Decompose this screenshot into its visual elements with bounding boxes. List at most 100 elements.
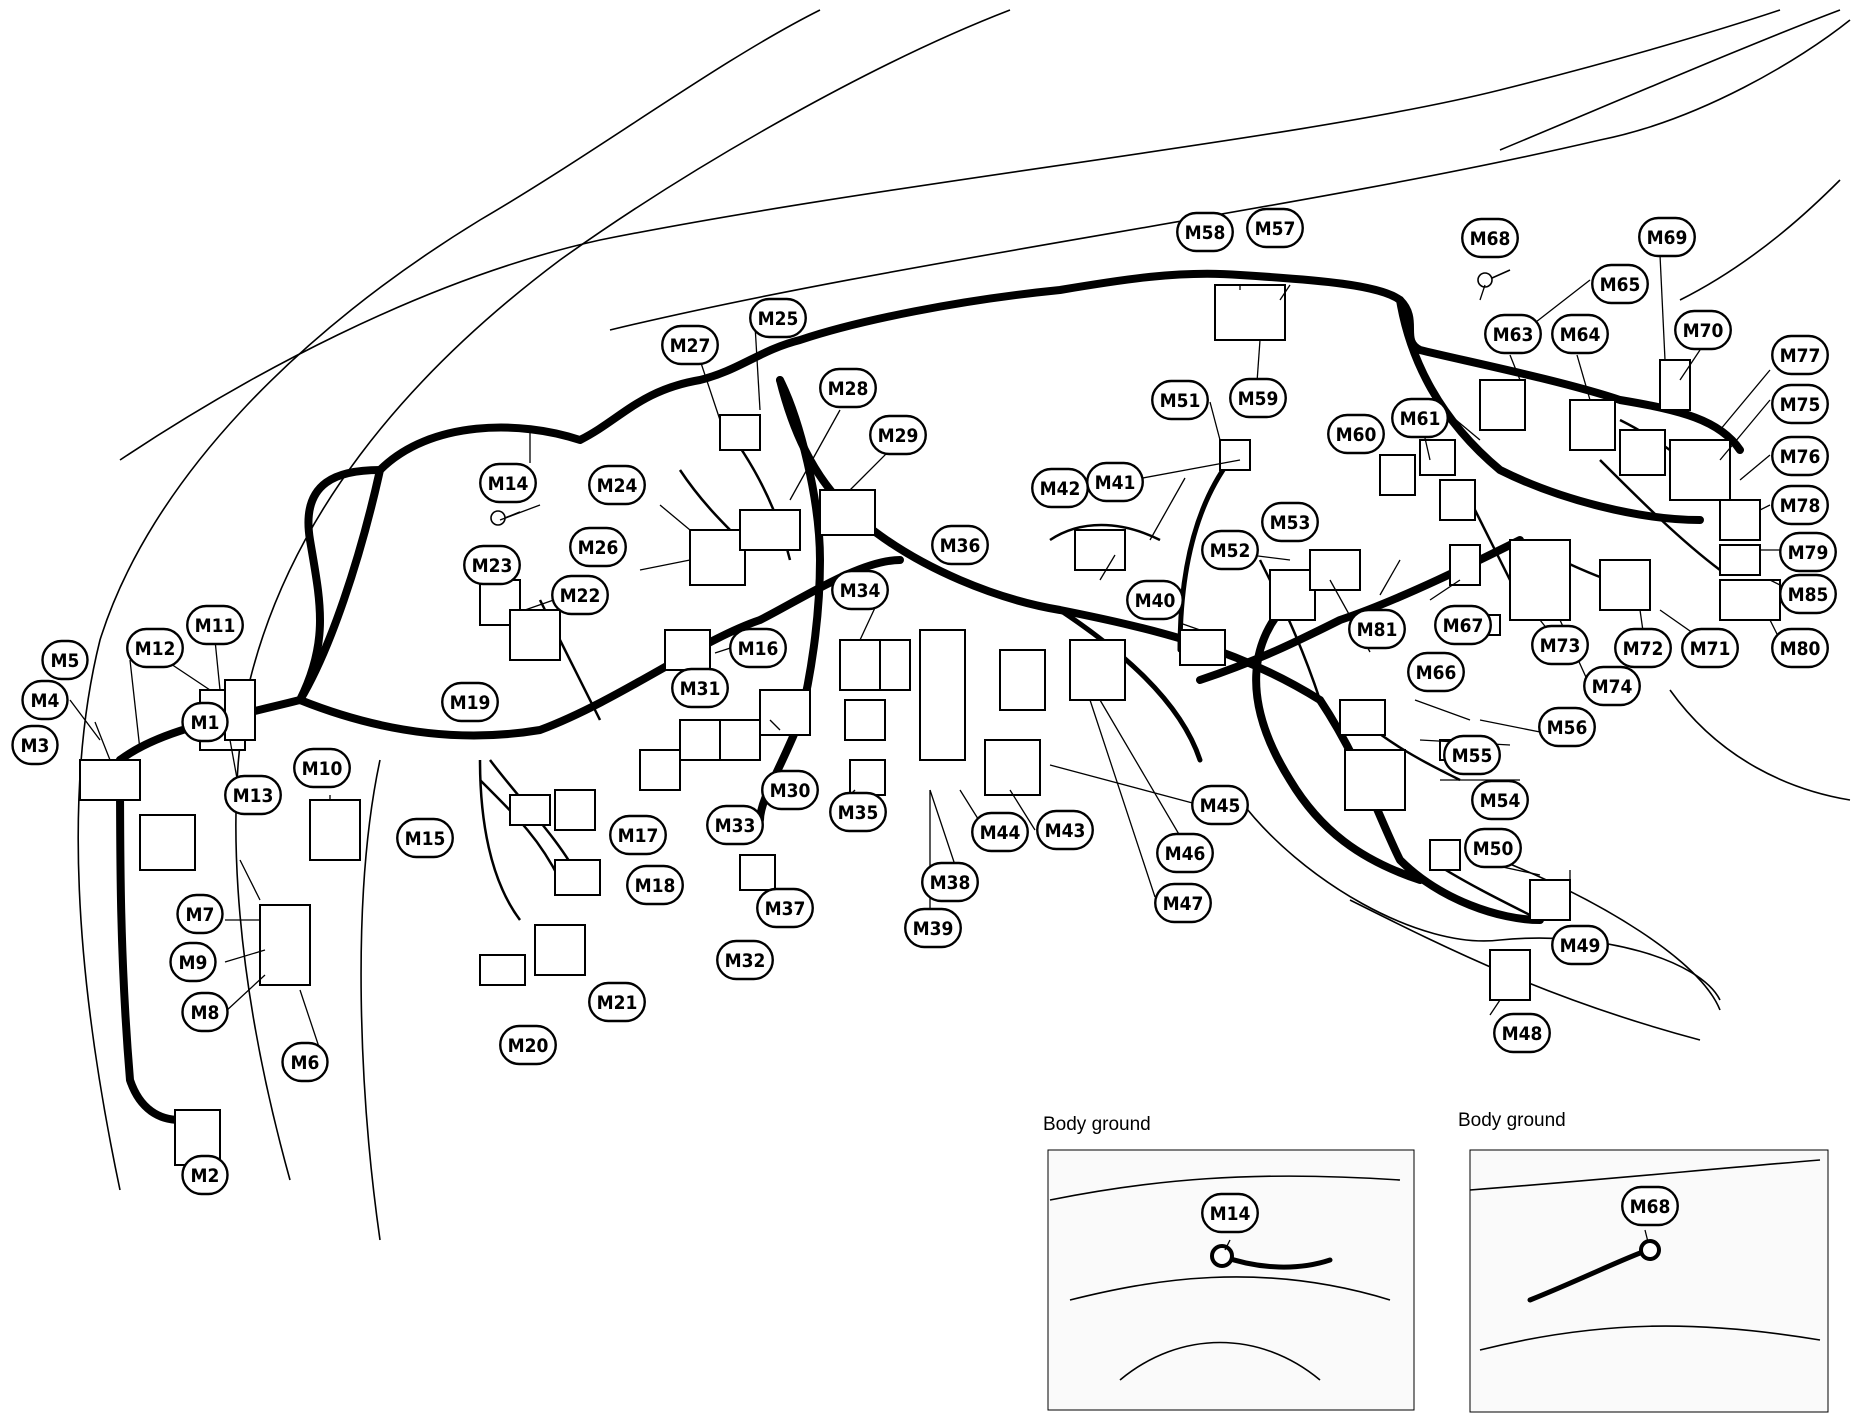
connector-label-m40: M40 xyxy=(1126,579,1184,621)
label-oval xyxy=(1391,397,1449,439)
connector-label-m16: M16 xyxy=(729,627,787,669)
connector-label-m3: M3 xyxy=(11,724,59,766)
connector-label-m59: M59 xyxy=(1229,377,1287,419)
label-oval xyxy=(661,324,719,366)
label-text: M75 xyxy=(1780,394,1821,416)
label-text: M32 xyxy=(725,950,766,972)
connector-label-m12: M12 xyxy=(126,627,184,669)
label-oval xyxy=(1348,608,1406,650)
label-text: M12 xyxy=(135,638,176,660)
label-text: M50 xyxy=(1473,838,1514,860)
label-text: M25 xyxy=(758,308,799,330)
label-oval xyxy=(1327,413,1385,455)
label-text: M23 xyxy=(472,555,513,577)
label-text: M70 xyxy=(1683,320,1724,342)
label-oval xyxy=(11,724,59,766)
connector-label-m81: M81 xyxy=(1348,608,1406,650)
connector-label-m10: M10 xyxy=(293,747,351,789)
label-oval xyxy=(1464,827,1522,869)
label-oval xyxy=(1201,1192,1259,1234)
label-text: M5 xyxy=(51,650,80,672)
label-text: M34 xyxy=(840,580,881,602)
label-text: M6 xyxy=(291,1052,320,1074)
label-oval xyxy=(1176,211,1234,253)
label-text: M64 xyxy=(1560,324,1601,346)
label-oval xyxy=(1771,435,1829,477)
label-text: M81 xyxy=(1357,619,1398,641)
label-text: M29 xyxy=(878,425,919,447)
label-text: M2 xyxy=(191,1165,220,1187)
label-oval xyxy=(1154,882,1212,924)
label-oval xyxy=(1493,1012,1551,1054)
connector-label-m34: M34 xyxy=(831,569,889,611)
label-text: M56 xyxy=(1547,717,1588,739)
label-oval xyxy=(126,627,184,669)
connector-label-m69: M69 xyxy=(1638,216,1696,258)
label-text: M78 xyxy=(1780,495,1821,517)
connector-label-m41: M41 xyxy=(1086,461,1144,503)
label-text: M44 xyxy=(980,822,1021,844)
connector-label-m74: M74 xyxy=(1583,665,1641,707)
connector-label-m47: M47 xyxy=(1154,882,1212,924)
connector-label-m2: M2 xyxy=(181,1154,229,1196)
label-oval xyxy=(761,769,819,811)
label-text: M20 xyxy=(508,1035,549,1057)
connector-labels: M1M2M3M4M5M6M7M8M9M10M11M12M13M14M15M16M… xyxy=(11,207,1837,1234)
inset-caption: Body ground xyxy=(1043,1114,1151,1135)
connector-label-m26: M26 xyxy=(569,526,627,568)
connector-label-m13: M13 xyxy=(224,774,282,816)
label-text: M33 xyxy=(715,815,756,837)
label-oval xyxy=(479,462,537,504)
label-oval xyxy=(1191,784,1249,826)
connector-label-m78: M78 xyxy=(1771,484,1829,526)
connector-label-m11: M11 xyxy=(186,604,244,646)
label-text: M66 xyxy=(1416,662,1457,684)
label-text: M59 xyxy=(1238,388,1279,410)
connector-label-m61: M61 xyxy=(1391,397,1449,439)
connector-label-m8: M8 xyxy=(181,991,229,1033)
label-text: M1 xyxy=(191,712,220,734)
label-oval xyxy=(1151,379,1209,421)
connector-label-m20: M20 xyxy=(499,1024,557,1066)
label-oval xyxy=(169,941,217,983)
connector-label-m36: M36 xyxy=(931,524,989,566)
connector-label-m48: M48 xyxy=(1493,1012,1551,1054)
connector-label-m85: M85 xyxy=(1779,573,1837,615)
label-oval xyxy=(1471,779,1529,821)
connector-label-m51: M51 xyxy=(1151,379,1209,421)
label-text: M55 xyxy=(1452,745,1493,767)
label-text: M54 xyxy=(1480,790,1521,812)
label-oval xyxy=(1674,309,1732,351)
connector-label-m27: M27 xyxy=(661,324,719,366)
label-text: M69 xyxy=(1647,227,1688,249)
label-text: M65 xyxy=(1600,274,1641,296)
label-text: M14 xyxy=(488,473,529,495)
connector-label-m64: M64 xyxy=(1551,313,1609,355)
connector-label-m52: M52 xyxy=(1201,529,1259,571)
connector-label-m33: M33 xyxy=(706,804,764,846)
label-text: M9 xyxy=(179,952,208,974)
label-oval xyxy=(971,811,1029,853)
connector-label-m77: M77 xyxy=(1771,334,1829,376)
label-oval xyxy=(1156,832,1214,874)
connector-label-m7: M7 xyxy=(176,893,224,935)
connector-label-m54: M54 xyxy=(1471,779,1529,821)
label-text: M58 xyxy=(1185,222,1226,244)
connector-label-m71: M71 xyxy=(1681,627,1739,669)
label-oval xyxy=(716,939,774,981)
label-text: M77 xyxy=(1780,345,1821,367)
label-text: M63 xyxy=(1493,324,1534,346)
label-text: M26 xyxy=(578,537,619,559)
label-oval xyxy=(1484,313,1542,355)
label-text: M40 xyxy=(1135,590,1176,612)
label-oval xyxy=(499,1024,557,1066)
connector-label-m72: M72 xyxy=(1614,627,1672,669)
label-oval xyxy=(1591,263,1649,305)
label-text: M43 xyxy=(1045,820,1086,842)
label-text: M73 xyxy=(1540,635,1581,657)
label-text: M42 xyxy=(1040,478,1081,500)
ground-terminals xyxy=(490,269,1511,526)
label-text: M36 xyxy=(940,535,981,557)
connector-label-m66: M66 xyxy=(1407,651,1465,693)
